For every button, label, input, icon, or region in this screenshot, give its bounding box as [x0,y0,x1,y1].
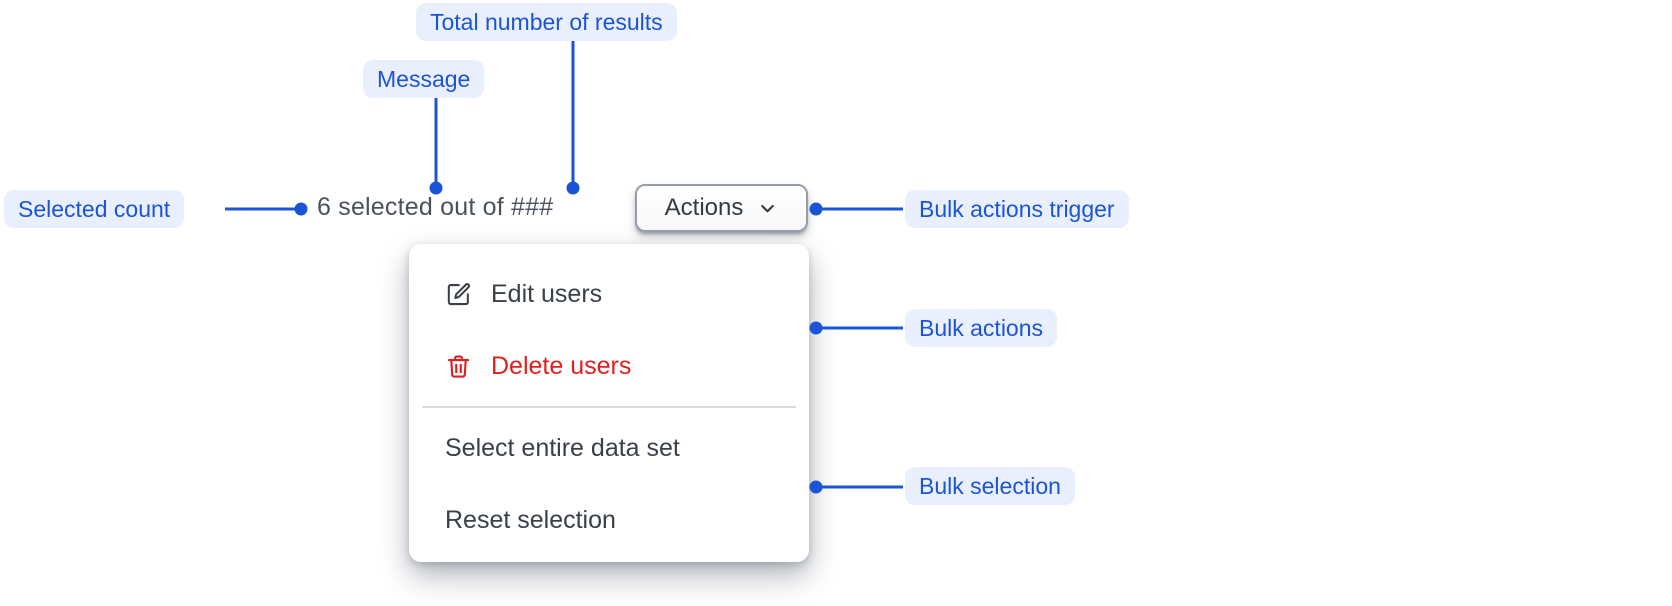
annotation-bulk-actions: Bulk actions [905,309,1058,347]
menu-item-delete-users[interactable]: Delete users [409,330,809,402]
menu-item-reset-selection[interactable]: Reset selection [409,484,809,556]
edit-icon [445,281,472,308]
bulk-actions-menu: Edit users Delete users Select entire da… [409,244,809,562]
annotation-bulk-selection: Bulk selection [905,467,1075,505]
menu-item-label: Select entire data set [445,433,680,462]
menu-item-label: Delete users [491,351,632,380]
menu-divider [422,406,796,408]
actions-button-label: Actions [664,194,744,221]
trash-icon [445,353,472,380]
menu-item-edit-users[interactable]: Edit users [409,258,809,330]
annotation-selected-count: Selected count [4,190,185,228]
menu-item-label: Reset selection [445,505,616,534]
annotation-bulk-actions-trigger: Bulk actions trigger [905,190,1129,228]
menu-item-select-entire-data-set[interactable]: Select entire data set [409,412,809,484]
menu-item-label: Edit users [491,279,603,308]
selection-message: 6 selected out of ### [317,193,554,221]
chevron-down-icon [757,198,778,219]
annotation-message: Message [363,60,485,98]
bulk-actions-trigger-button[interactable]: Actions [635,184,808,232]
annotation-total-number-of-results: Total number of results [416,3,677,41]
